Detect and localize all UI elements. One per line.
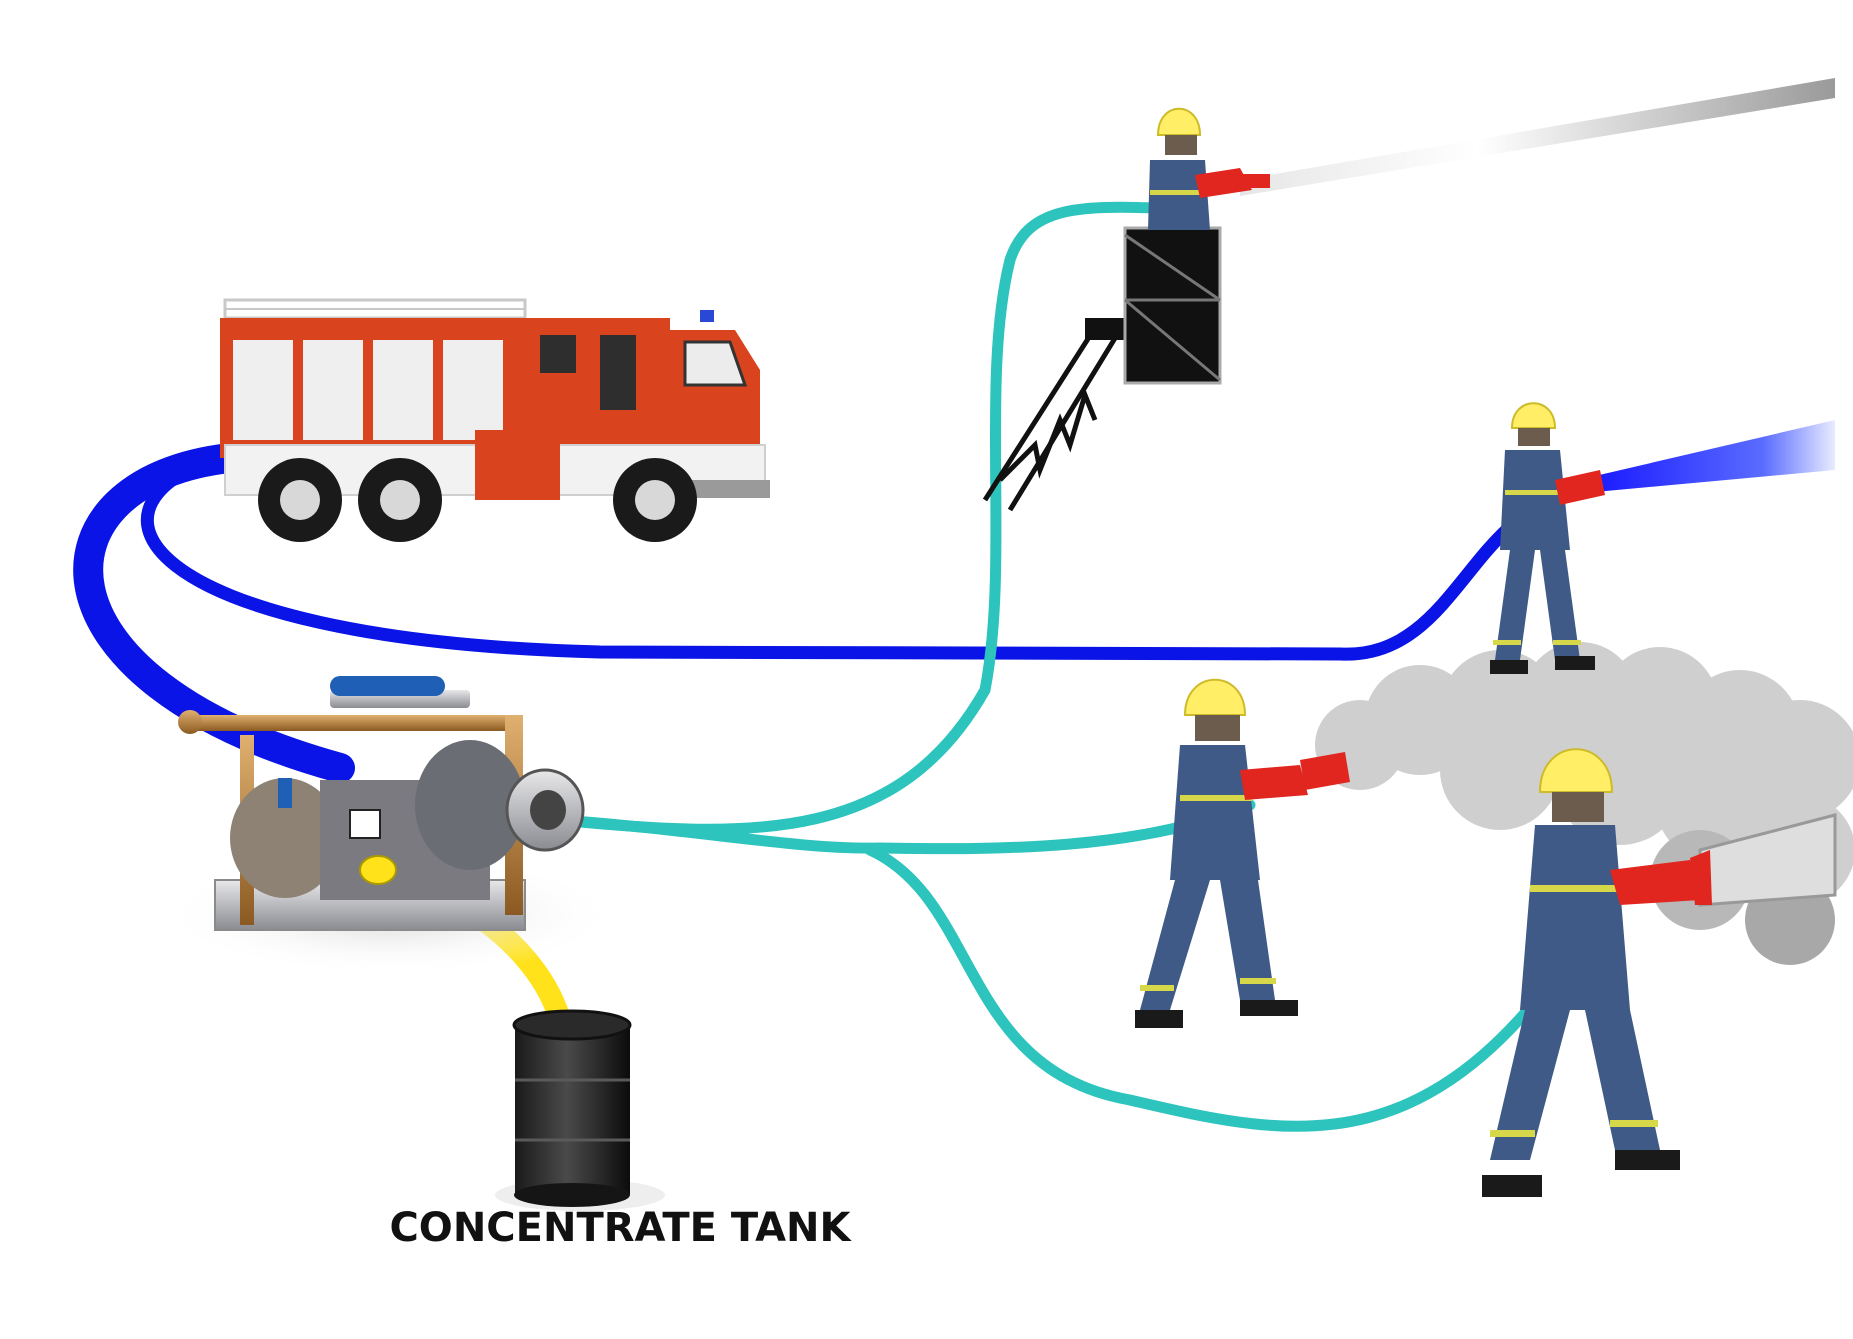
firefighter-right [1490,402,1605,674]
firefighter-platform [1148,107,1270,230]
foam-pump [160,676,620,975]
fire-truck [220,298,770,542]
concentrate-tank-drum [495,1009,665,1211]
foam-hoses [554,201,1606,1132]
aerial-ladder-platform [982,226,1222,512]
foam-hose-to-firefighter-front [864,844,1606,1132]
foam-hose-to-firefighter-middle [554,799,1256,855]
water-stream-blue [1595,420,1835,492]
firefighter-middle [1135,678,1350,1028]
foam-hose-to-platform [554,201,1206,835]
water-hose-to-firefighter [140,445,1567,661]
helmet-icon [1183,678,1247,716]
concentrate-tank-label: CONCENTRATE TANK [389,1205,851,1251]
firefighter-front [1482,748,1712,1197]
helmet-icon [1510,402,1557,429]
pump-handle [330,676,445,696]
helmet-icon [1156,107,1202,136]
water-stream-grey [1240,78,1835,196]
helmet-icon [1538,748,1614,793]
